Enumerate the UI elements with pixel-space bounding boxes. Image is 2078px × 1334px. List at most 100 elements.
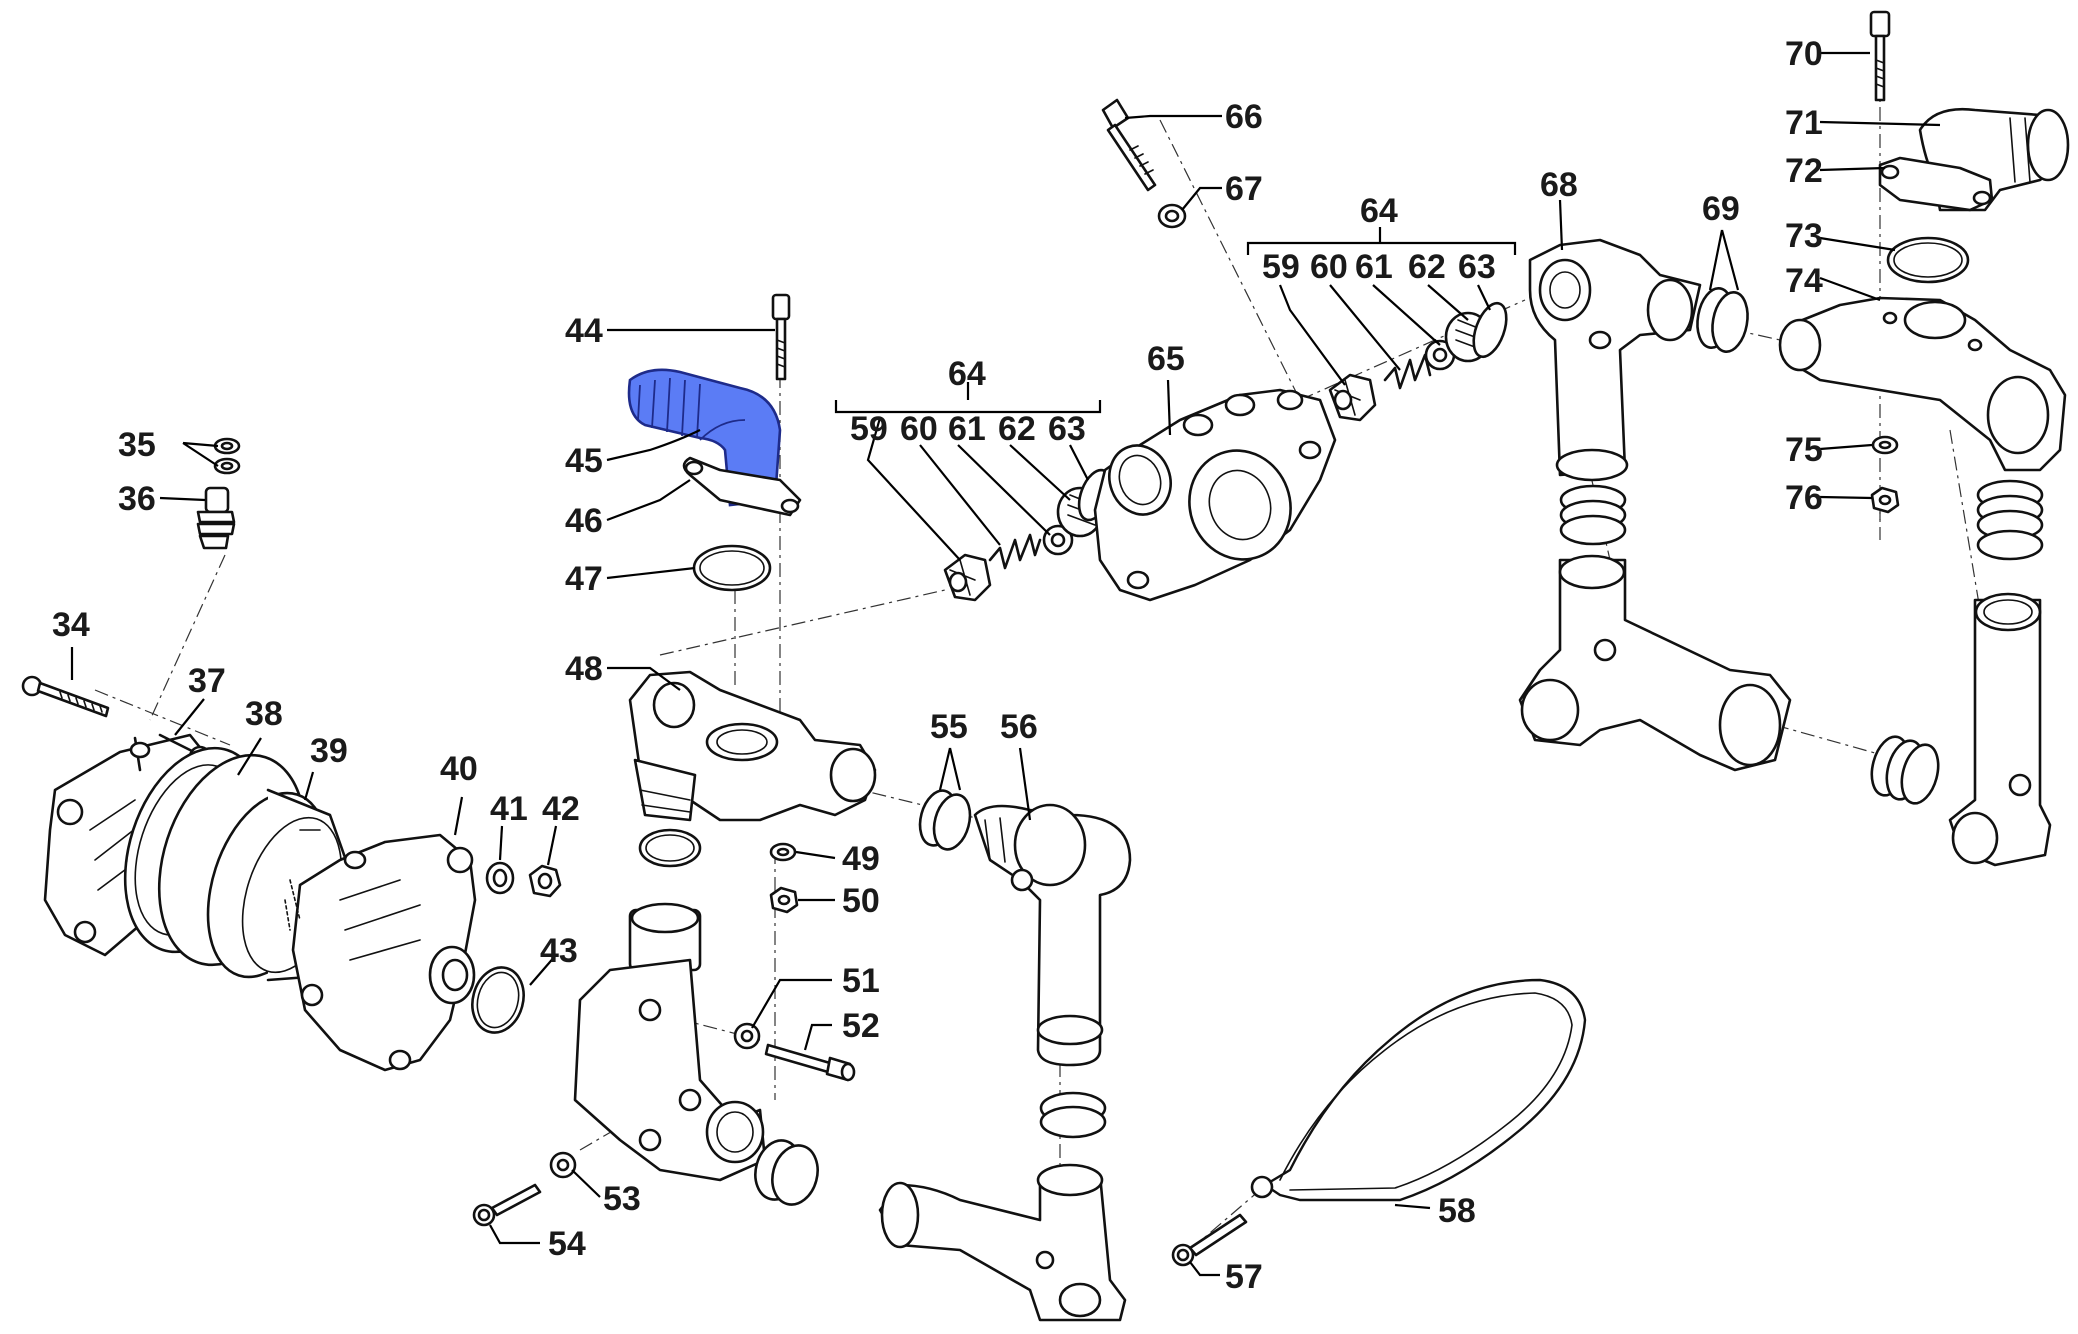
label-48: 48: [565, 650, 603, 688]
valve-disc-61b: [1424, 339, 1456, 371]
label-58: 58: [1438, 1192, 1476, 1230]
leader-lines: [70, 51, 1941, 1277]
label-75: 75: [1785, 431, 1823, 469]
label-44: 44: [565, 312, 603, 350]
spring-60a: [988, 533, 1042, 570]
label-46: 46: [565, 502, 603, 540]
label-39: 39: [310, 732, 348, 770]
label-61-left: 61: [948, 410, 986, 448]
label-52: 52: [842, 1007, 880, 1045]
bolt-66: [1101, 98, 1157, 192]
bolt-54: [472, 1183, 542, 1227]
label-57: 57: [1225, 1258, 1263, 1296]
label-63-left: 63: [1048, 410, 1086, 448]
label-76: 76: [1785, 479, 1823, 517]
label-60-left: 60: [900, 410, 938, 448]
label-55: 55: [930, 708, 968, 746]
label-56: 56: [1000, 708, 1038, 746]
flange-46: [682, 456, 802, 517]
orings-68-lower: [1559, 484, 1627, 546]
oring-43: [471, 966, 525, 1034]
valve-cage-59a: [943, 553, 992, 602]
label-37: 37: [188, 662, 226, 700]
oring-63b: [1472, 301, 1508, 359]
label-51: 51: [842, 962, 880, 1000]
orings-right-lower: [1870, 735, 1940, 805]
valve-36: [196, 486, 236, 550]
label-40: 40: [440, 750, 478, 788]
manifold-48: [628, 670, 877, 868]
orings-lower-connector: [754, 1139, 819, 1206]
label-70: 70: [1785, 35, 1823, 73]
label-59-right: 59: [1262, 248, 1300, 286]
bolt-34: [21, 675, 110, 718]
label-41: 41: [490, 790, 528, 828]
bolt-57: [1171, 1213, 1248, 1267]
label-38: 38: [245, 695, 283, 733]
label-34: 34: [52, 606, 90, 644]
label-45: 45: [565, 442, 603, 480]
elbow-lower: [878, 1163, 1127, 1322]
washer-75: [1871, 435, 1899, 455]
label-50: 50: [842, 882, 880, 920]
label-69: 69: [1702, 190, 1740, 228]
housing-40: [284, 833, 477, 1072]
orings-69: [1696, 287, 1749, 353]
label-73: 73: [1785, 217, 1823, 255]
valve-cage-59b: [1328, 373, 1377, 422]
label-60-right: 60: [1310, 248, 1348, 286]
manifold-74: [1778, 296, 2067, 472]
bolt-44: [771, 293, 791, 381]
label-72: 72: [1785, 152, 1823, 190]
bolt-70: [1869, 10, 1891, 102]
valve-disc-61a: [1042, 524, 1074, 556]
label-66: 66: [1225, 98, 1263, 136]
washer-49: [769, 842, 797, 862]
cover-37: [43, 733, 212, 957]
label-61-right: 61: [1355, 248, 1393, 286]
label-63-right: 63: [1458, 248, 1496, 286]
bolt-52: [764, 1043, 856, 1082]
washers-35: [213, 437, 241, 475]
orings-74-lower: [1976, 479, 2044, 561]
label-67: 67: [1225, 170, 1263, 208]
tee-lower-right: [1518, 554, 1792, 772]
elbow-56: [973, 803, 1132, 1067]
washer-41: [485, 861, 515, 895]
label-54: 54: [548, 1225, 586, 1263]
flange-72: [1878, 156, 1994, 212]
label-42: 42: [542, 790, 580, 828]
nut-42: [528, 864, 562, 898]
label-53: 53: [603, 1180, 641, 1218]
label-68: 68: [1540, 166, 1578, 204]
orings-55: [918, 789, 972, 851]
label-74: 74: [1785, 262, 1823, 300]
label-49: 49: [842, 840, 880, 878]
label-43: 43: [540, 932, 578, 970]
oring-73: [1886, 236, 1970, 284]
label-35: 35: [118, 426, 156, 464]
label-64-right: 64: [1360, 192, 1398, 230]
label-36: 36: [118, 480, 156, 518]
label-65: 65: [1147, 340, 1185, 378]
elbow-right-lower: [1948, 592, 2052, 867]
nut-76: [1870, 486, 1900, 514]
label-62-left: 62: [998, 410, 1036, 448]
label-59-left: 59: [850, 410, 888, 448]
valve-housing-65: [1093, 388, 1337, 602]
label-47: 47: [565, 560, 603, 598]
callout-labels: 34 35 36 37 38 39 40 41 42 43 44 45 46 4…: [52, 35, 1823, 1296]
tee-body-lower: [573, 902, 767, 1182]
oring-47: [692, 544, 772, 592]
washer-67: [1157, 203, 1187, 229]
label-62-right: 62: [1408, 248, 1446, 286]
tee-68: [1528, 238, 1702, 482]
washer-53: [549, 1151, 577, 1179]
orings-mid-lower: [1039, 1091, 1107, 1139]
washer-51: [733, 1022, 761, 1050]
wire-handle-58: [1250, 978, 1587, 1202]
label-64-left: 64: [948, 355, 986, 393]
nut-50: [769, 886, 799, 914]
label-71: 71: [1785, 104, 1823, 142]
